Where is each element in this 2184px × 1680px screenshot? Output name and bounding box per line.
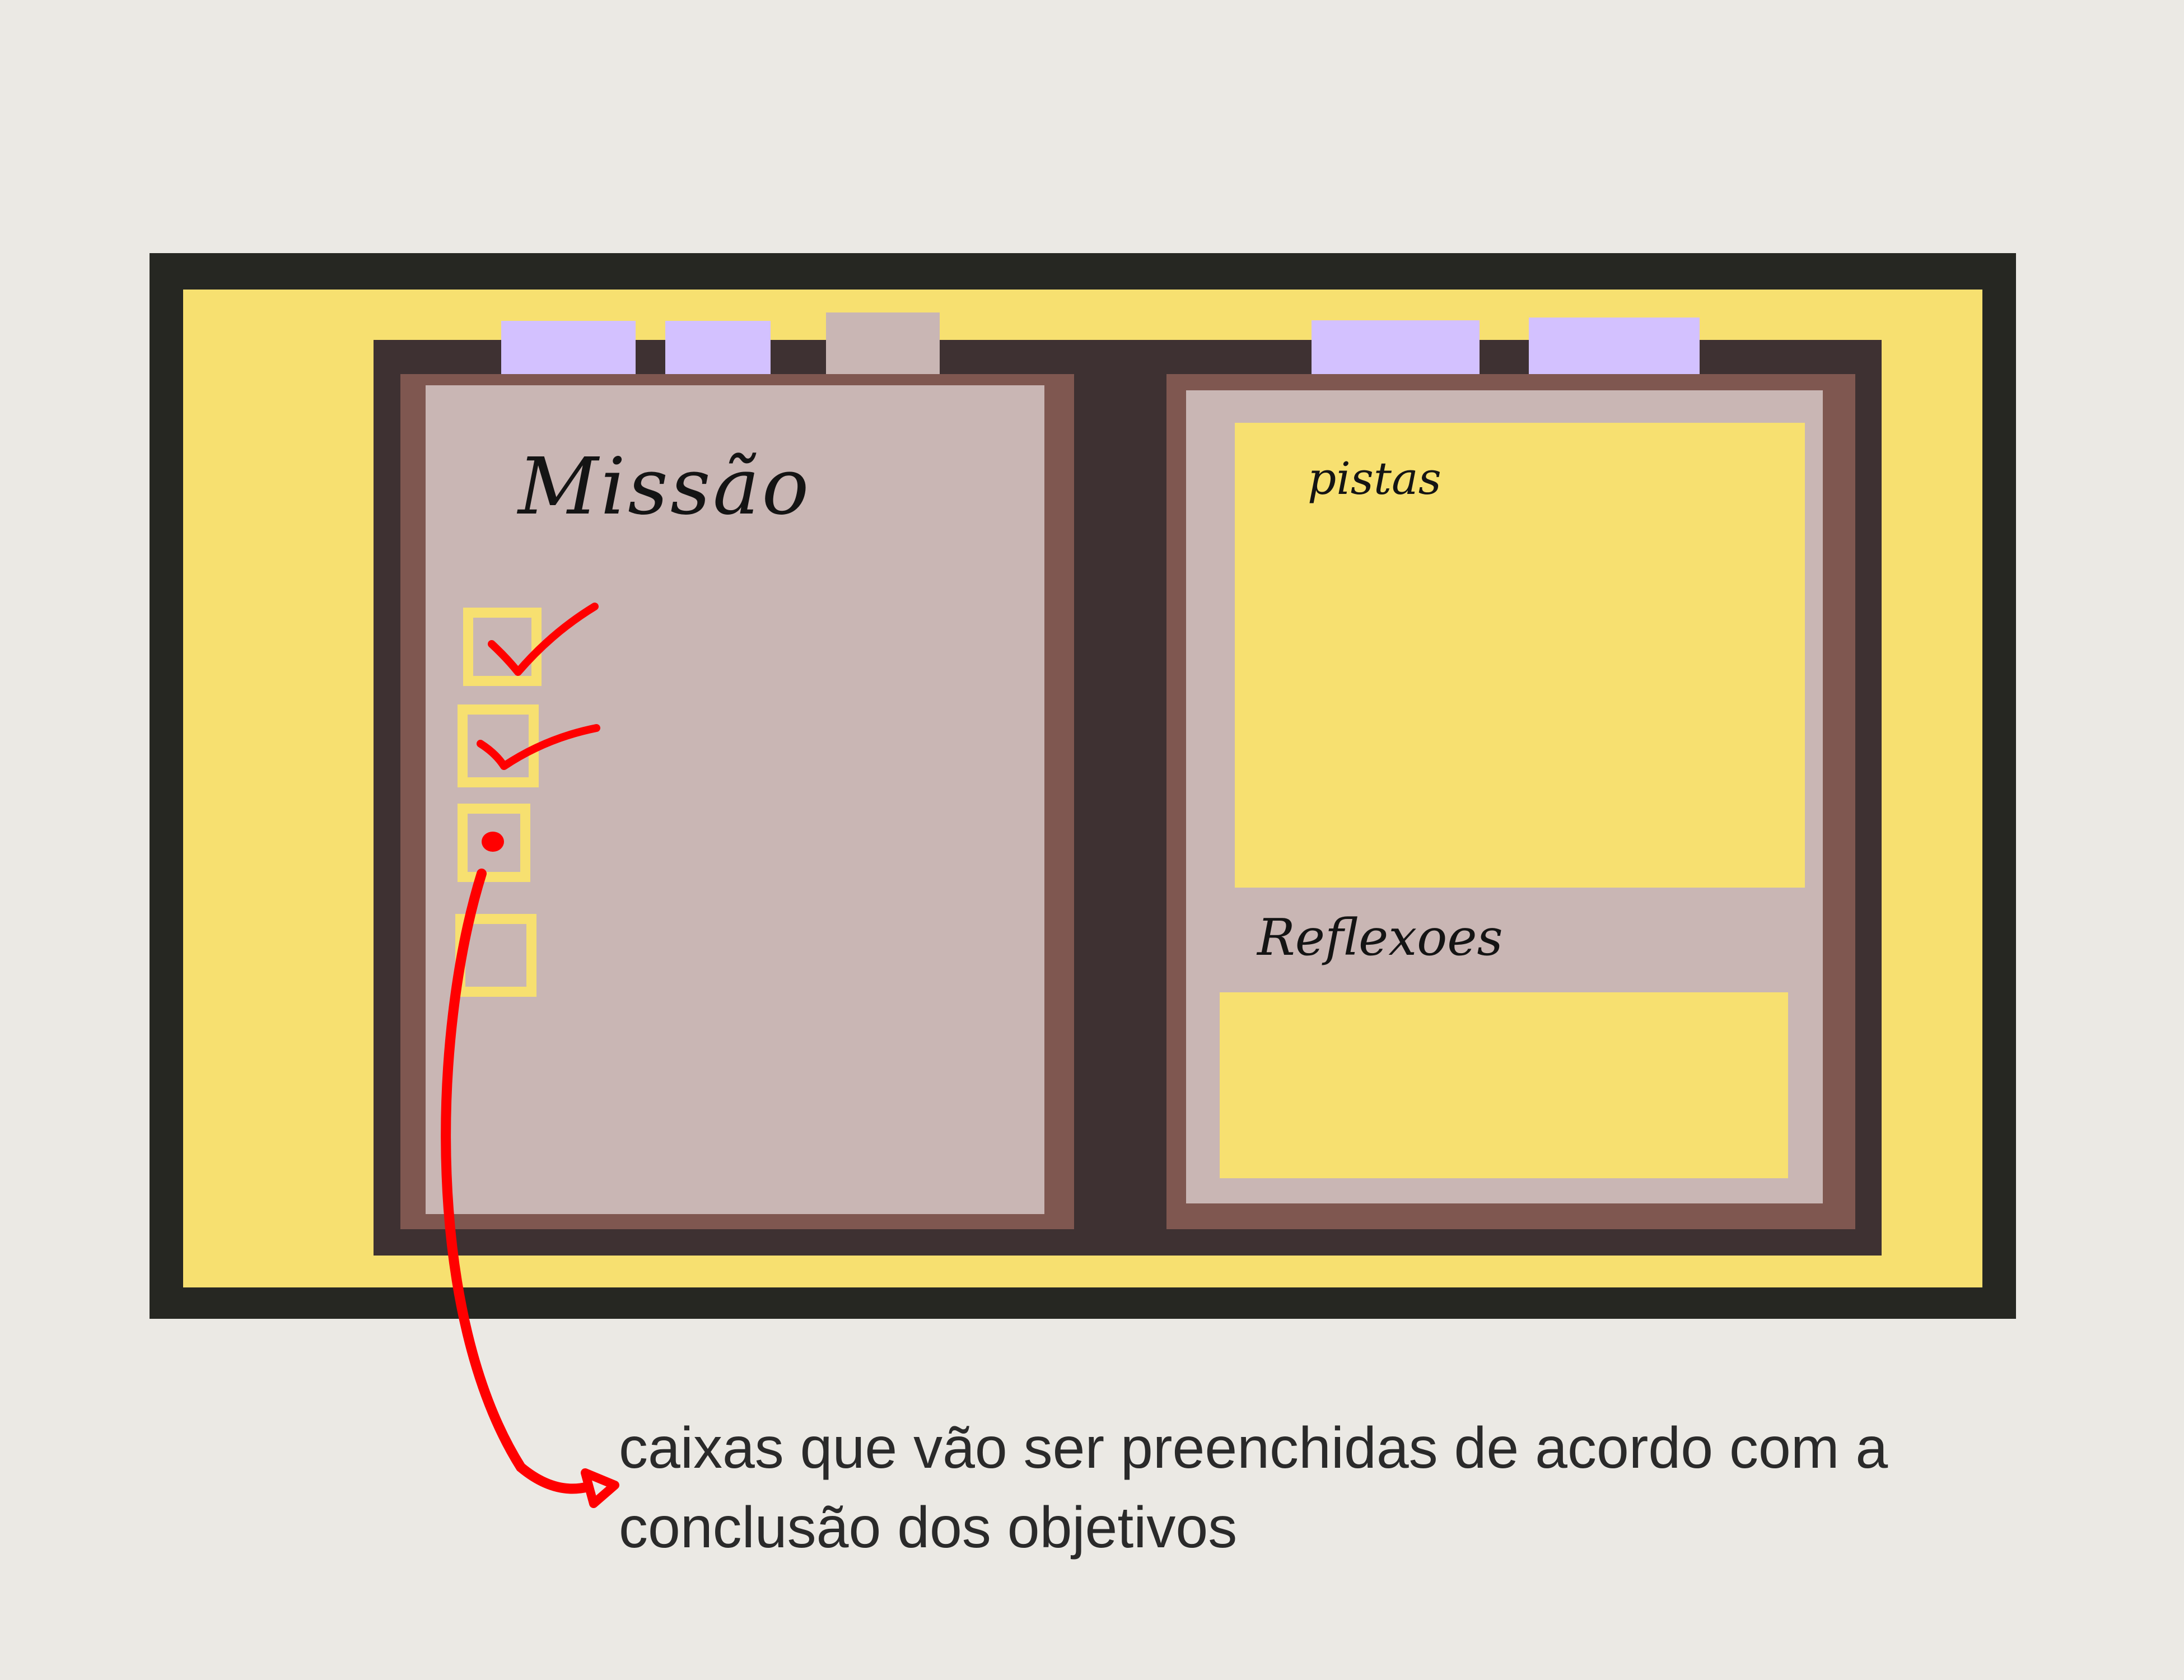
reflections-box[interactable] [1220, 992, 1788, 1178]
objective-checkbox-4[interactable] [455, 914, 536, 997]
annotation-caption: caixas que vão ser preenchidas de acordo… [619, 1416, 1888, 1560]
mission-title: Missão [518, 441, 811, 533]
clues-box[interactable] [1235, 423, 1805, 888]
clues-label: pistas [1308, 452, 1441, 505]
objective-checkbox-1[interactable] [463, 608, 542, 686]
objective-checkbox-2[interactable] [458, 704, 539, 787]
arrow-head-icon [581, 1468, 619, 1508]
objective-checkbox-3[interactable] [458, 804, 530, 882]
reflections-label: Reflexoes [1257, 908, 1503, 967]
